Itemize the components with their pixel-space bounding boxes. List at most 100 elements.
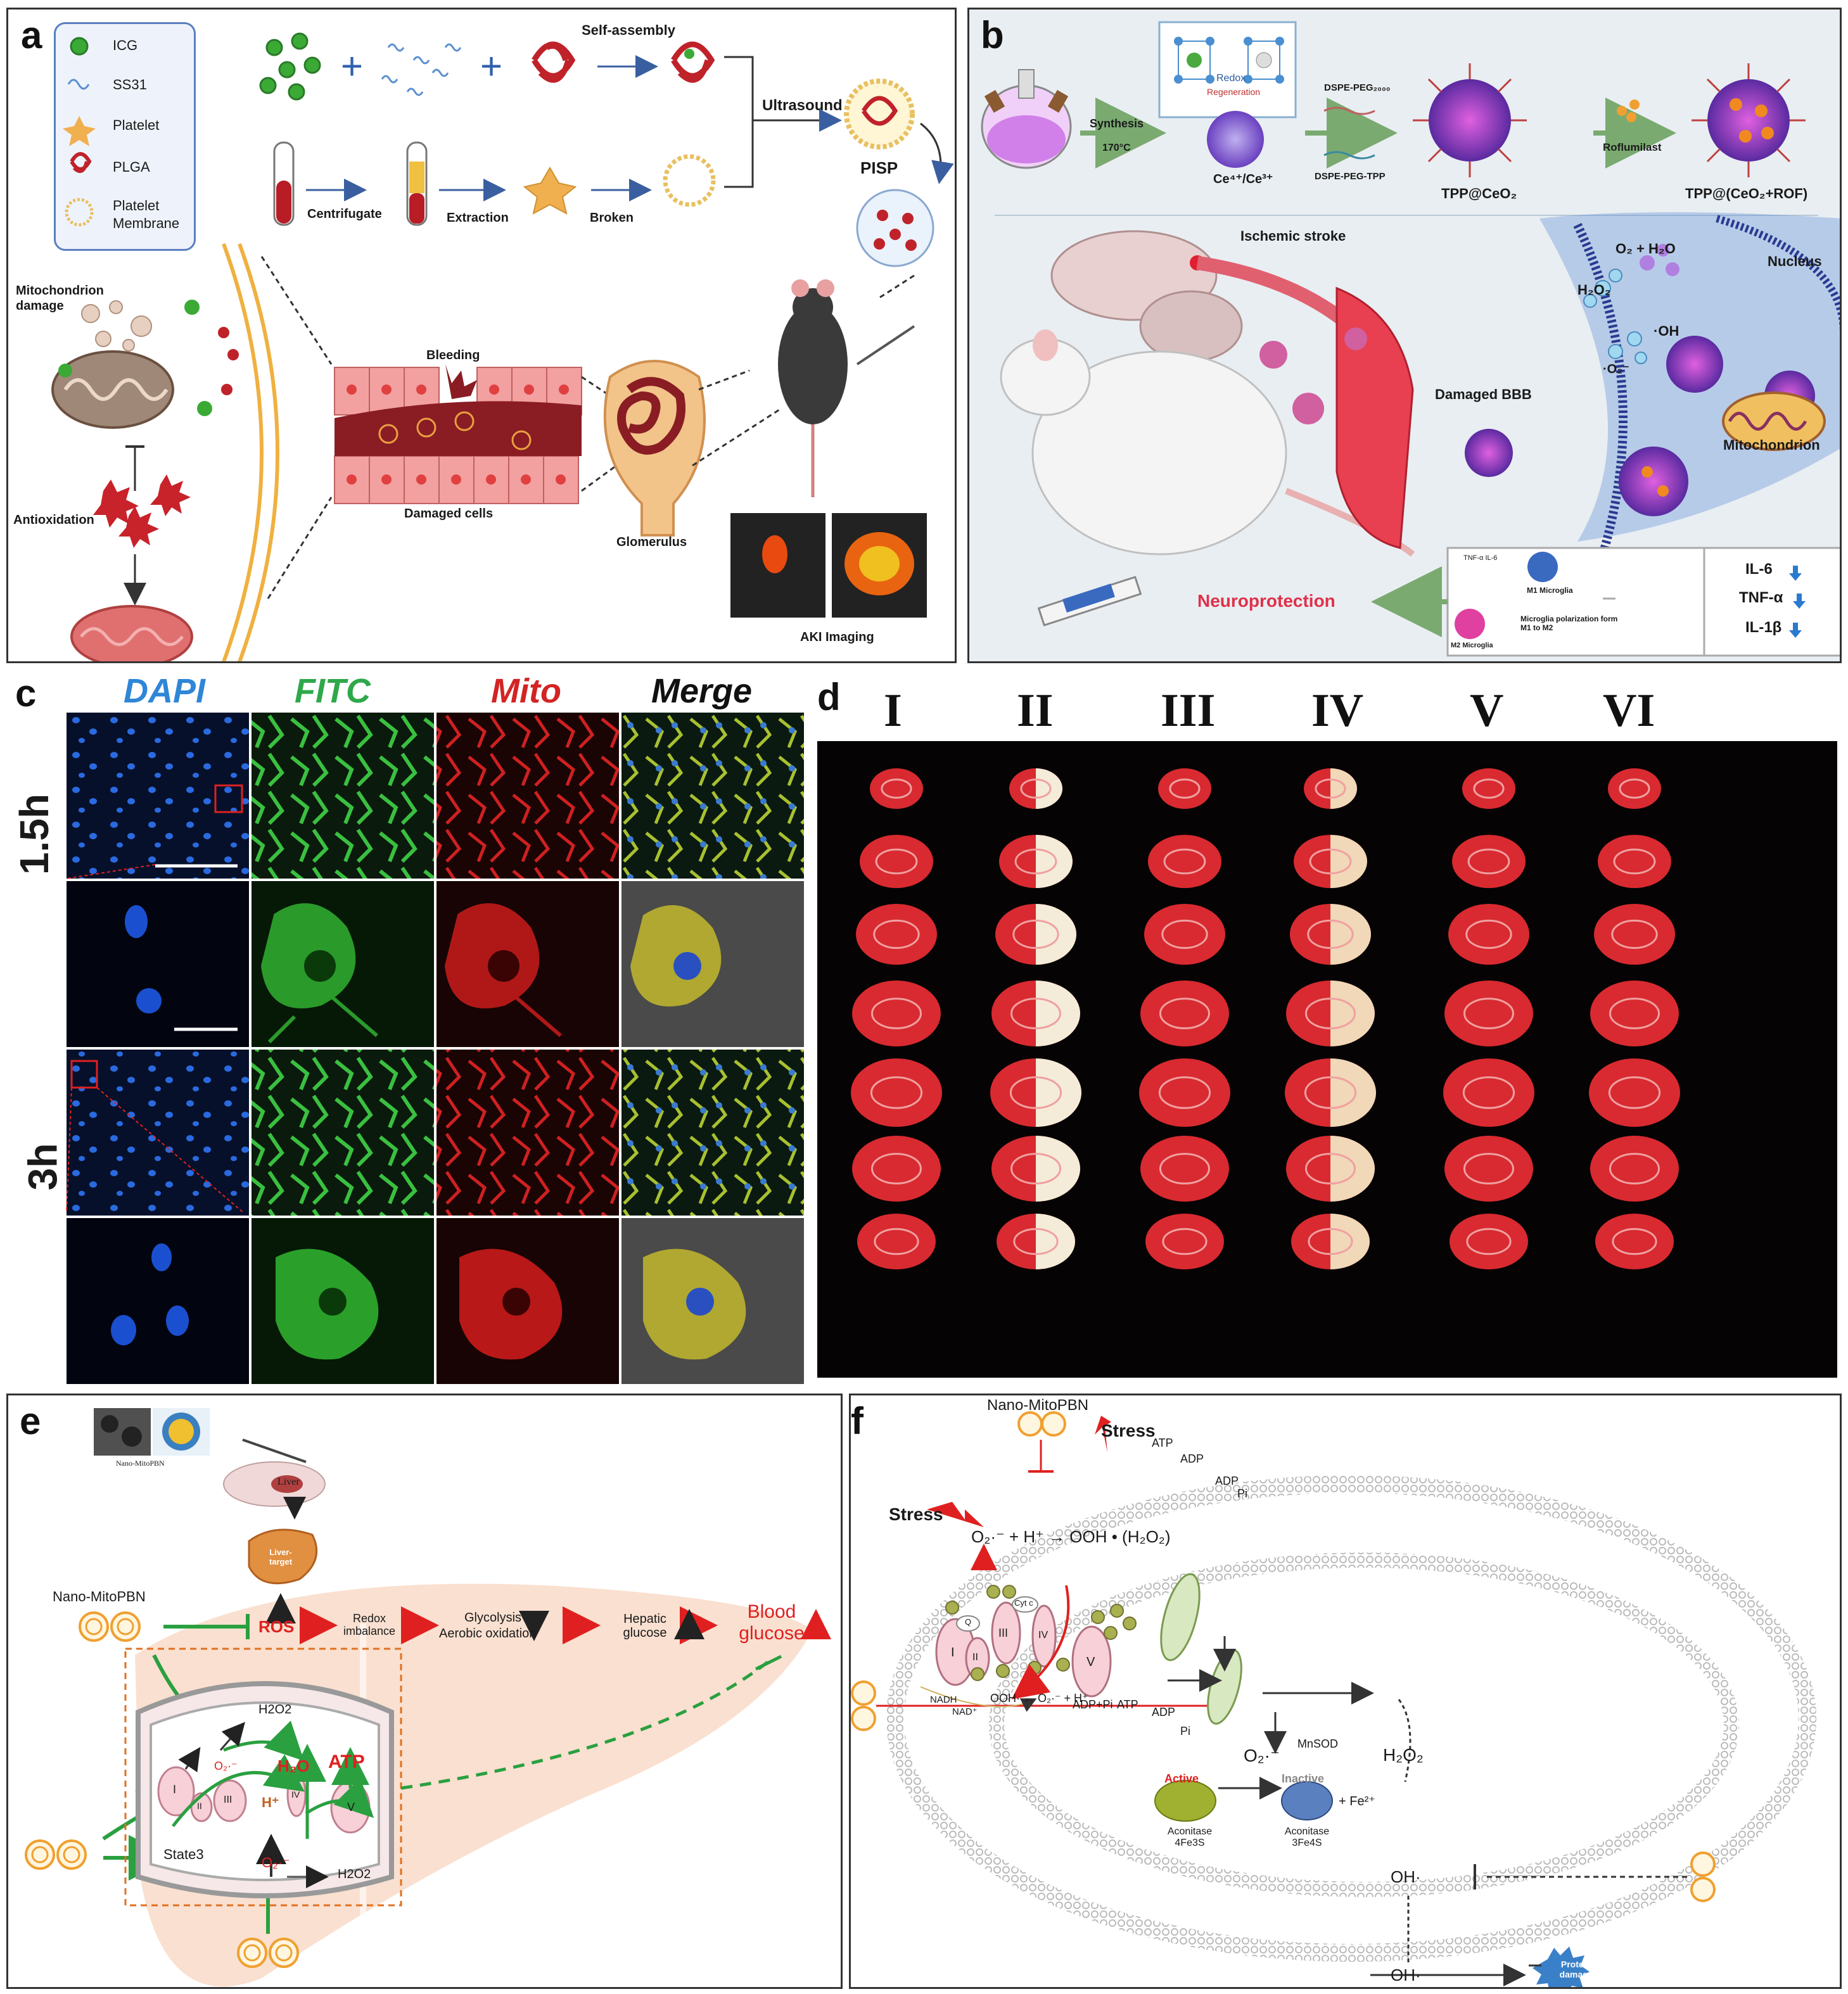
panel-b: b	[967, 8, 1842, 663]
brain-slice	[852, 981, 941, 1046]
legend-ss31: SS31	[113, 77, 147, 92]
pi1-label: Pi	[1237, 1487, 1248, 1500]
infarct-area	[1330, 904, 1371, 965]
brain-slice-detail	[1158, 1076, 1211, 1109]
col-fitc: FITC	[295, 672, 371, 710]
brain-slice	[1590, 981, 1679, 1046]
panel-e-label: e	[20, 1400, 41, 1442]
h2o2-bot-label: H2O2	[338, 1867, 371, 1881]
adp-pi-label: ADP+Pi	[1073, 1698, 1113, 1711]
tnf-il6-label: TNF-α IL-6	[1463, 554, 1498, 562]
brain-slice-detail	[871, 1153, 922, 1184]
ultrasound-label: Ultrasound	[762, 97, 843, 114]
brain-slice-detail	[870, 1076, 923, 1109]
liver-label: Liver	[277, 1476, 300, 1487]
nano-small-label: Nano-MitoPBN	[116, 1459, 165, 1468]
brain-slice-detail	[871, 998, 922, 1029]
brain-slice-detail	[1307, 919, 1354, 949]
group-iii: III	[1161, 685, 1216, 737]
oh-label: ·OH	[1654, 323, 1679, 339]
panel-e: e	[6, 1394, 843, 1989]
panel-d-label: d	[817, 676, 841, 718]
h2o-label: H₂O	[277, 1756, 310, 1775]
complex-i: I	[173, 1783, 177, 1796]
panel-f-label: f	[851, 1400, 863, 1442]
adp3-label: ADP	[1152, 1706, 1176, 1718]
panel-f-scene	[851, 1411, 1816, 1987]
brain-slice-detail	[1162, 1228, 1208, 1255]
tpp-ceo2-rof-label: TPP@(CeO₂+ROF)	[1685, 186, 1808, 201]
brain-slice-detail	[1463, 998, 1514, 1029]
brain-slice-detail	[1305, 998, 1356, 1029]
atp2-label: ATP	[1117, 1698, 1138, 1711]
brain-slice	[1598, 835, 1671, 888]
legend-platelet: Platelet	[113, 117, 160, 133]
brain-slice-detail	[1010, 998, 1061, 1029]
reaction-label: O₂·⁻ + H⁺ → OOH • (H₂O₂)	[971, 1527, 1171, 1546]
glycolysis-label: Glycolysis	[464, 1611, 522, 1625]
panel-e-scene	[25, 1408, 831, 1987]
brain-slice-detail	[1012, 919, 1059, 949]
group-v: V	[1470, 685, 1504, 737]
infarct-area	[1036, 981, 1080, 1046]
brain-slice	[1444, 1136, 1533, 1202]
adp1-label: ADP	[1180, 1452, 1204, 1465]
brain-slice	[1452, 835, 1526, 888]
brain-slices-grid	[817, 741, 1837, 1378]
oh2-label: OH·	[1391, 1965, 1421, 1984]
brain-slice-detail	[1014, 848, 1057, 875]
atp-label: ATP	[328, 1751, 365, 1772]
brain-slice-detail	[881, 778, 912, 799]
o2-label-f: O₂·⁻	[1244, 1746, 1280, 1765]
complex-v: V	[347, 1801, 355, 1813]
synthesis-label: Synthesis	[1090, 117, 1144, 130]
brain-slice-detail	[1020, 778, 1052, 799]
brain-slice-detail	[1612, 1228, 1657, 1255]
brain-slice-detail	[1315, 778, 1346, 799]
q-label: Q	[965, 1617, 972, 1627]
brain-slice	[852, 1136, 941, 1202]
bleeding-label: Bleeding	[426, 348, 480, 362]
liver-target-label: Liver-target	[269, 1547, 293, 1566]
brain-slice-detail	[1465, 919, 1512, 949]
infarct-area	[1036, 1058, 1081, 1127]
brain-slice	[1589, 1058, 1680, 1127]
complex-f-iv: IV	[1038, 1630, 1048, 1641]
brain-slice	[856, 904, 937, 965]
nad-label: NAD⁺	[952, 1706, 978, 1717]
brain-slice	[1443, 1058, 1534, 1127]
h2o2-top-label: H2O2	[258, 1703, 292, 1717]
complex-iv: IV	[291, 1789, 300, 1800]
o2m-label: ·O₂⁻	[1603, 362, 1629, 376]
row-1-5h: 1.5h	[11, 793, 58, 875]
redox-imbalance-label: Redox imbalance	[343, 1612, 396, 1637]
mitochondrion-label: Mitochondrion	[1723, 437, 1820, 453]
infarct-area	[1330, 768, 1357, 809]
infarct-area	[1036, 835, 1073, 888]
panel-b-scene	[981, 21, 1840, 657]
blood-label: Blood glucose	[739, 1601, 805, 1644]
col-dapi: DAPI	[124, 672, 206, 710]
col-merge: Merge	[651, 672, 753, 710]
brain-slice-detail	[1163, 848, 1206, 875]
ce-label: Ce⁴⁺/Ce³⁺	[1213, 172, 1273, 186]
nano-label-f: Nano-MitoPBN	[987, 1397, 1089, 1414]
brain-slice	[1462, 768, 1515, 809]
brain-slice	[870, 768, 923, 809]
complex-f-v: V	[1086, 1655, 1095, 1669]
o2h2o-label: O₂ + H₂O	[1615, 241, 1676, 257]
brain-slice-detail	[1305, 1153, 1356, 1184]
protein-damage-label: Protein damage	[1559, 1959, 1593, 1979]
dspe-peg-tpp-label: DSPE-PEG-TPP	[1315, 171, 1386, 182]
panel-c-label: c	[15, 672, 37, 714]
brain-slice-detail	[1463, 1153, 1514, 1184]
infarct-area	[1036, 1136, 1080, 1202]
il1b-label: IL-1β	[1745, 619, 1782, 636]
legend-platelet-membrane: Platelet Membrane	[113, 198, 180, 231]
brain-slice-detail	[1473, 778, 1505, 799]
brain-slice-detail	[1467, 848, 1510, 875]
adp2-label: ADP	[1215, 1475, 1239, 1487]
nano-label: Nano-MitoPBN	[53, 1589, 146, 1604]
fe-label: + Fe²⁺	[1339, 1794, 1375, 1808]
stress-left: Stress	[889, 1504, 943, 1524]
